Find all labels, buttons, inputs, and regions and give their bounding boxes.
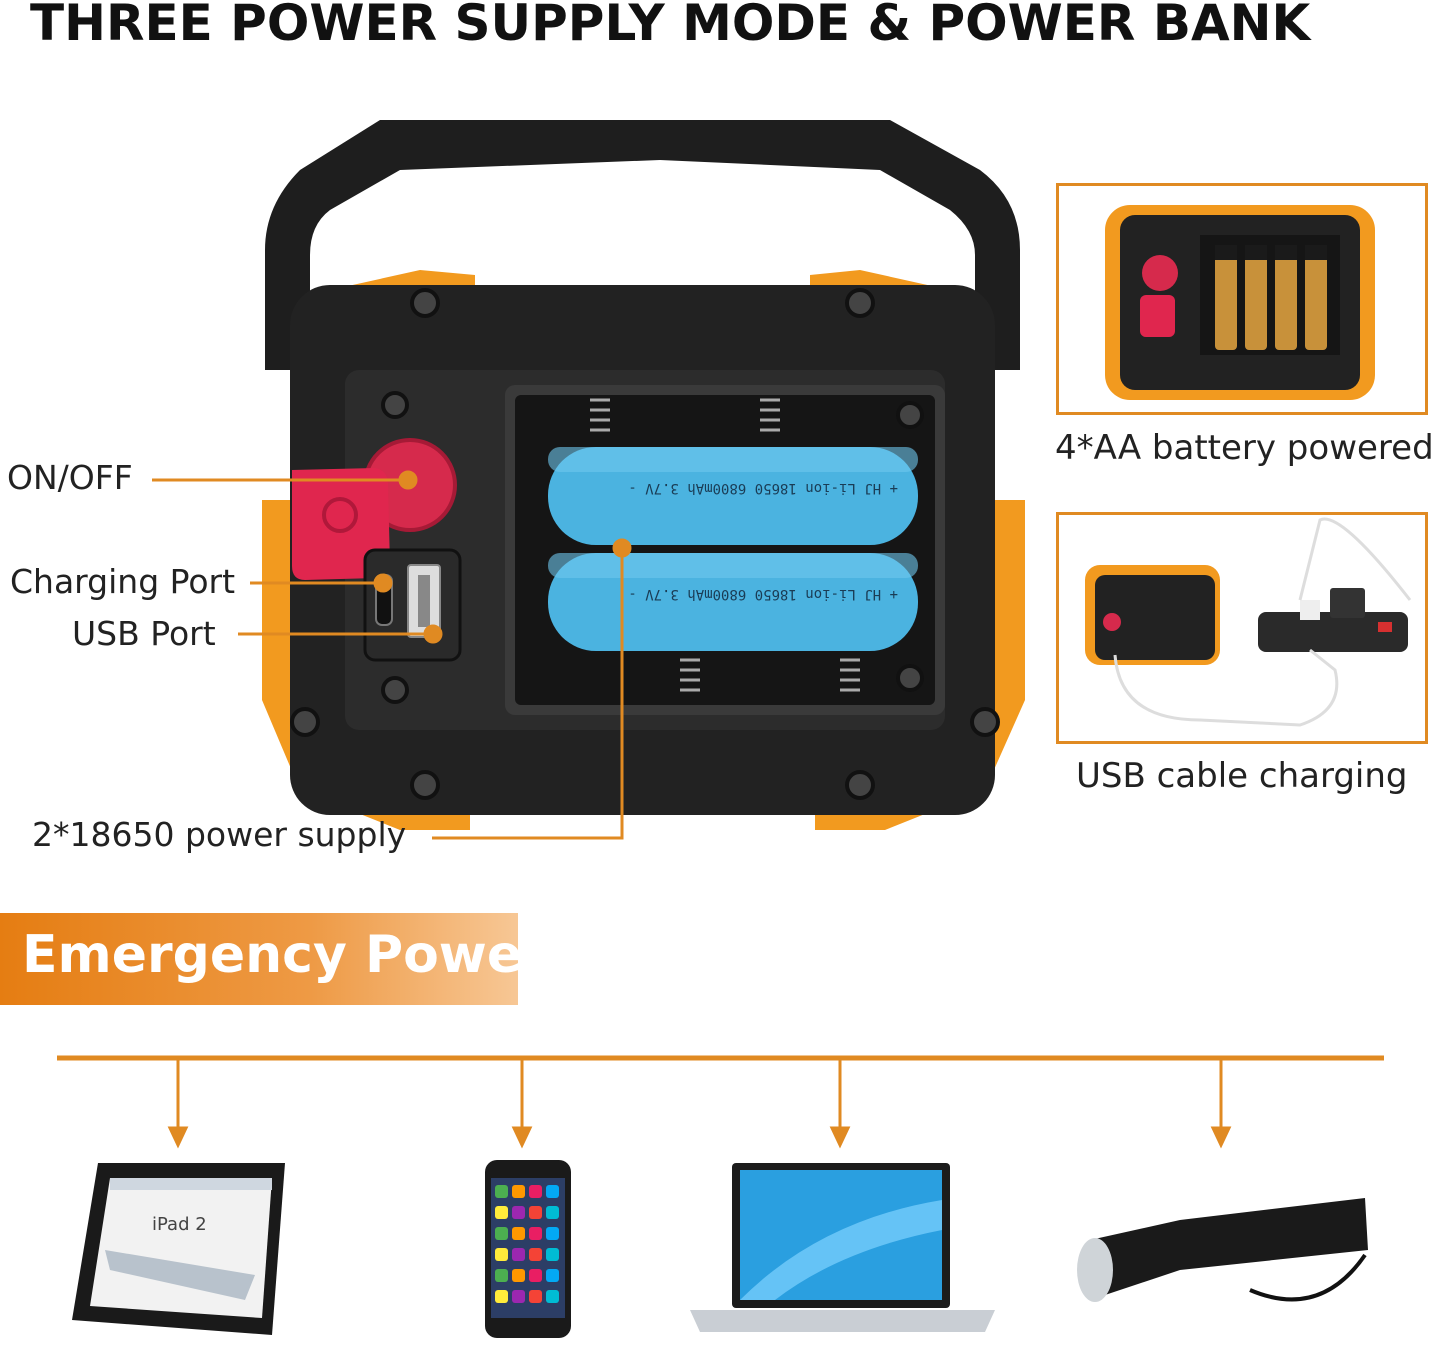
aa-battery-panel (1056, 183, 1428, 415)
callout-usb-port: USB Port (72, 614, 216, 653)
app-icon (529, 1269, 542, 1282)
tablet-icon (72, 1163, 285, 1335)
callout-on-off: ON/OFF (7, 458, 133, 497)
battery-cell (548, 553, 918, 651)
app-icon (529, 1248, 542, 1261)
app-icon (529, 1185, 542, 1198)
usb-charging-caption: USB cable charging (1076, 756, 1408, 796)
app-icon (495, 1206, 508, 1219)
battery-cell (548, 447, 918, 545)
app-icon (546, 1248, 559, 1261)
work-light-illustration (262, 120, 1025, 830)
aa-battery-caption: 4*AA battery powered (1055, 428, 1431, 468)
app-icon (529, 1206, 542, 1219)
callout-power-supply: 2*18650 power supply (32, 815, 407, 854)
app-icon (512, 1206, 525, 1219)
app-icon (512, 1185, 525, 1198)
app-icon (512, 1290, 525, 1303)
app-icon (529, 1227, 542, 1240)
laptop-icon (690, 1163, 995, 1332)
usb-charging-illustration (1085, 517, 1412, 727)
smartphone-icon (485, 1160, 571, 1338)
flashlight-icon (1077, 1198, 1368, 1302)
app-icon (546, 1227, 559, 1240)
app-icon (512, 1227, 525, 1240)
app-icon (495, 1227, 508, 1240)
app-icon (529, 1290, 542, 1303)
aa-battery-light-illustration (1105, 205, 1375, 400)
callout-charging-port: Charging Port (10, 562, 236, 601)
app-icon (495, 1290, 508, 1303)
app-icon (546, 1185, 559, 1198)
port-cover (292, 468, 390, 580)
app-icon (546, 1269, 559, 1282)
app-icon (495, 1269, 508, 1282)
emergency-power-label: Emergency Power (22, 925, 548, 985)
emergency-power-banner (0, 913, 518, 1005)
battery-label: + HJ Li-ion 18650 6800mAh 3.7V - (628, 586, 898, 602)
tablet-screen-text: iPad 2 (152, 1214, 207, 1235)
app-icon (512, 1248, 525, 1261)
app-icon (495, 1248, 508, 1261)
battery-label: + HJ Li-ion 18650 6800mAh 3.7V - (628, 480, 898, 496)
app-icon (512, 1269, 525, 1282)
app-icon (546, 1290, 559, 1303)
app-icon (495, 1185, 508, 1198)
usb-charging-panel (1056, 512, 1428, 744)
page-title: THREE POWER SUPPLY MODE & POWER BANK (30, 0, 1311, 52)
app-icon (546, 1206, 559, 1219)
